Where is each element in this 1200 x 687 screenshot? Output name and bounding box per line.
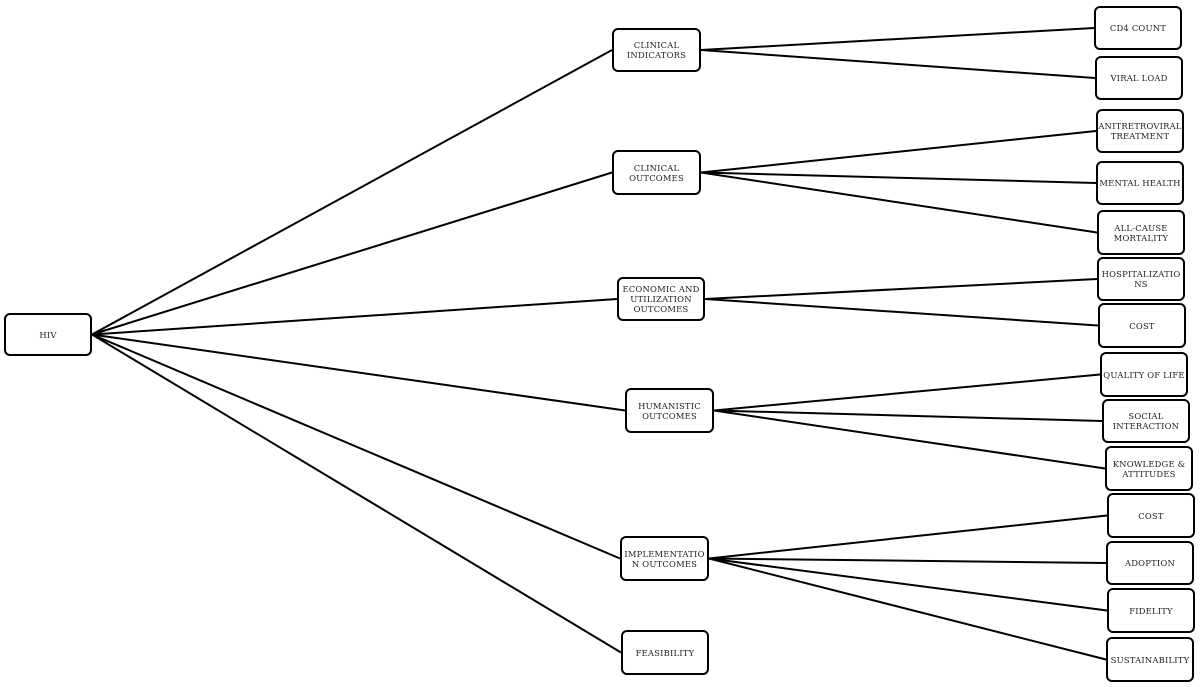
edge-hiv-clinical-indicators bbox=[91, 49, 613, 336]
edge-implementation-outcomes-adoption bbox=[708, 557, 1107, 564]
node-knowledge-attitudes: KNOWLEDGE & ATTITUDES bbox=[1105, 446, 1193, 491]
edge-economic-utilization-outcomes-cost-economic bbox=[704, 298, 1099, 327]
edge-humanistic-outcomes-quality-of-life bbox=[713, 373, 1101, 412]
node-cost-economic: COST bbox=[1098, 303, 1186, 348]
edge-hiv-feasibility bbox=[91, 333, 622, 654]
edge-hiv-clinical-outcomes bbox=[91, 171, 613, 336]
node-humanistic-outcomes: HUMANISTIC OUTCOMES bbox=[625, 388, 714, 433]
edge-clinical-outcomes-antiretroviral-treatment bbox=[700, 130, 1097, 174]
node-sustainability: SUSTAINABILITY bbox=[1106, 637, 1194, 682]
node-economic-utilization-outcomes: ECONOMIC AND UTILIZATION OUTCOMES bbox=[617, 277, 705, 321]
node-feasibility: FEASIBILITY bbox=[621, 630, 709, 675]
node-clinical-outcomes: CLINICAL OUTCOMES bbox=[612, 150, 701, 195]
node-hiv: HIV bbox=[4, 313, 92, 356]
edge-clinical-outcomes-all-cause-mortality bbox=[700, 171, 1098, 234]
node-cost-implementation: COST bbox=[1107, 493, 1195, 538]
node-adoption: ADOPTION bbox=[1106, 541, 1194, 585]
node-clinical-indicators: CLINICAL INDICATORS bbox=[612, 28, 701, 72]
node-antiretroviral-treatment: ANITRETROVIRAL TREATMENT bbox=[1096, 109, 1184, 153]
edge-clinical-outcomes-mental-health bbox=[700, 171, 1097, 184]
edge-implementation-outcomes-cost-implementation bbox=[708, 514, 1108, 560]
node-viral-load: VIRAL LOAD bbox=[1095, 56, 1183, 100]
edge-hiv-humanistic-outcomes bbox=[91, 333, 626, 412]
edge-hiv-implementation-outcomes bbox=[91, 333, 621, 560]
node-all-cause-mortality: ALL-CAUSE MORTALITY bbox=[1097, 210, 1185, 255]
node-fidelity: FIDELITY bbox=[1107, 588, 1195, 633]
node-social-interaction: SOCIAL INTERACTION bbox=[1102, 399, 1190, 443]
node-mental-health: MENTAL HEALTH bbox=[1096, 161, 1184, 205]
edge-implementation-outcomes-fidelity bbox=[708, 557, 1108, 612]
edge-implementation-outcomes-sustainability bbox=[708, 557, 1107, 661]
edge-hiv-economic-utilization-outcomes bbox=[91, 298, 618, 336]
edge-clinical-indicators-cd4-count bbox=[700, 27, 1095, 51]
edge-humanistic-outcomes-social-interaction bbox=[713, 409, 1103, 422]
node-cd4-count: CD4 COUNT bbox=[1094, 6, 1182, 50]
node-quality-of-life: QUALITY OF LIFE bbox=[1100, 352, 1188, 397]
edge-economic-utilization-outcomes-hospitalizations bbox=[704, 278, 1098, 300]
node-hospitalizations: HOSPITALIZATIO NS bbox=[1097, 257, 1185, 301]
node-implementation-outcomes: IMPLEMENTATIO N OUTCOMES bbox=[620, 536, 709, 581]
edge-clinical-indicators-viral-load bbox=[700, 49, 1096, 79]
edge-humanistic-outcomes-knowledge-attitudes bbox=[713, 409, 1106, 470]
